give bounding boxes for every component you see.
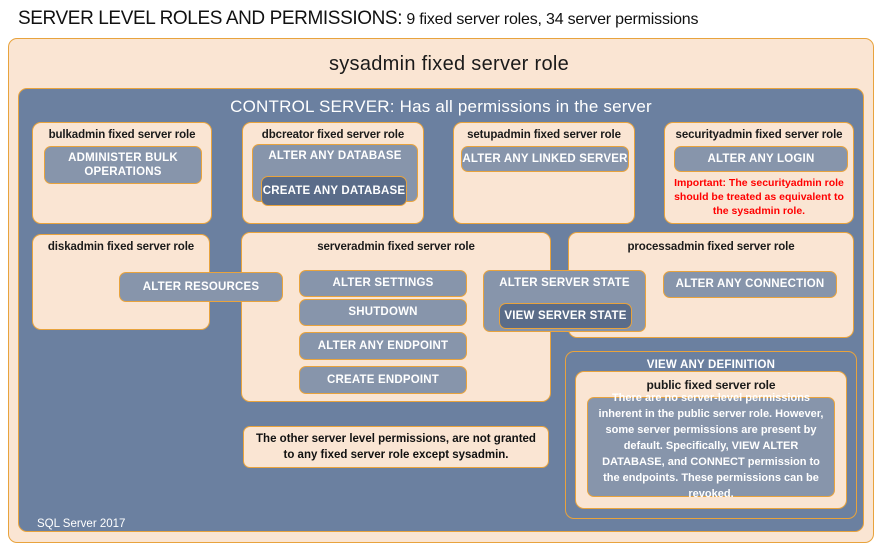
- role-title-setupadmin: setupadmin fixed server role: [467, 129, 621, 141]
- public-role-description: There are no server-level permissions in…: [587, 392, 835, 500]
- securityadmin-warning-note: Important: The securityadmin role should…: [674, 177, 844, 218]
- permission-alter-any-database-label: ALTER ANY DATABASE: [268, 150, 402, 162]
- control-server-label: CONTROL SERVER: Has all permissions in t…: [230, 97, 652, 116]
- role-title-serveradmin: serveradmin fixed server role: [317, 241, 475, 253]
- sql-version-label: SQL Server 2017: [37, 518, 126, 530]
- permission-alter-any-endpoint[interactable]: ALTER ANY ENDPOINT: [299, 332, 467, 360]
- permission-administer-bulk-operations[interactable]: ADMINISTER BULK OPERATIONS: [44, 146, 202, 184]
- permission-alter-any-login[interactable]: ALTER ANY LOGIN: [674, 146, 848, 172]
- role-title-dbcreator: dbcreator fixed server role: [261, 129, 405, 141]
- page-title: SERVER LEVEL ROLES AND PERMISSIONS: 9 fi…: [18, 8, 868, 34]
- permission-alter-any-linked-server[interactable]: ALTER ANY LINKED SERVER: [461, 146, 629, 172]
- role-title-processadmin: processadmin fixed server role: [627, 241, 795, 253]
- permission-alter-resources[interactable]: ALTER RESOURCES: [119, 272, 283, 302]
- role-title-public: public fixed server role: [646, 378, 776, 392]
- role-title-bulkadmin: bulkadmin fixed server role: [48, 129, 196, 141]
- permission-create-any-database[interactable]: CREATE ANY DATABASE: [261, 176, 407, 206]
- role-box-setupadmin: setupadmin fixed server role: [453, 122, 635, 224]
- permission-alter-settings[interactable]: ALTER SETTINGS: [299, 270, 467, 297]
- permission-view-any-definition-label: VIEW ANY DEFINITION: [646, 359, 776, 371]
- role-title-diskadmin: diskadmin fixed server role: [47, 241, 195, 253]
- permission-alter-any-connection[interactable]: ALTER ANY CONNECTION: [663, 271, 837, 298]
- permission-alter-server-state-label: ALTER SERVER STATE: [499, 277, 630, 289]
- page-title-subtitle: 9 fixed server roles, 34 server permissi…: [402, 11, 699, 28]
- permission-view-server-state[interactable]: VIEW SERVER STATE: [499, 303, 632, 329]
- sysadmin-role-label: sysadmin fixed server role: [328, 53, 570, 75]
- role-box-securityadmin: securityadmin fixed server role: [664, 122, 854, 224]
- role-title-securityadmin: securityadmin fixed server role: [675, 129, 843, 141]
- other-permissions-note: The other server level permissions, are …: [243, 426, 549, 468]
- permission-shutdown[interactable]: SHUTDOWN: [299, 299, 467, 326]
- page-title-main: SERVER LEVEL ROLES AND PERMISSIONS:: [18, 8, 403, 29]
- permission-create-endpoint[interactable]: CREATE ENDPOINT: [299, 366, 467, 394]
